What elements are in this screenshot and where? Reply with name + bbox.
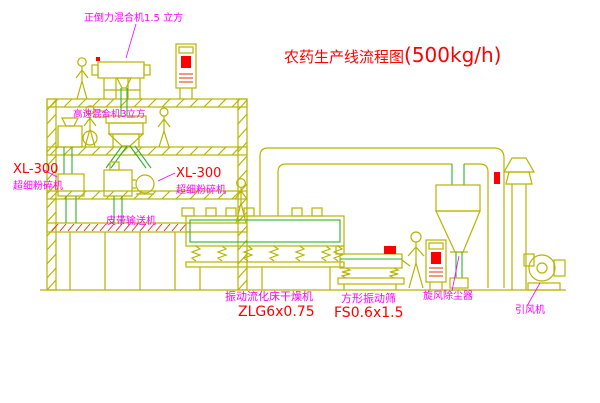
worker-figure-5: [407, 231, 425, 289]
label-mid-mill-name: 超细粉碎机: [176, 183, 226, 196]
diagram-title-main: 农药生产线流程图: [284, 48, 404, 66]
top-mixer-machine: [91, 57, 151, 99]
mill-left-lower: [57, 173, 85, 197]
label-sieve-model: FS0.6x1.5: [334, 305, 404, 321]
induced-draft-fan: [523, 253, 566, 291]
label-left-mill-name: 超细粉碎机: [13, 179, 63, 192]
label-dryer-model: ZLG6x0.75: [238, 304, 315, 320]
label-cyclone-name: 旋风除尘器: [423, 289, 473, 302]
label-left-mill-model: XL-300: [13, 162, 58, 177]
vibrating-sieve: [335, 245, 411, 290]
mill-left-discharge-pipe: [65, 196, 77, 223]
label-sieve-name: 方形振动筛: [341, 291, 396, 305]
cyclone-dust-collector: [435, 164, 481, 289]
mill-left-pipe: [63, 147, 73, 174]
label-high-speed-mixer: 高速混合机3立方: [73, 108, 146, 120]
label-dryer-name: 振动流化床干燥机: [225, 289, 313, 303]
exhaust-stack: [502, 157, 536, 290]
control-cabinet-1: [175, 43, 197, 99]
fluid-bed-dryer: [181, 207, 345, 290]
worker-figure-4: [234, 178, 248, 224]
pulverizer-xl300: [103, 161, 155, 197]
mixer-drop-pipe: [120, 88, 128, 116]
label-fan-name: 引风机: [515, 303, 545, 316]
y-branch-pipe: [105, 145, 152, 169]
worker-figure-3: [157, 107, 171, 148]
worker-figure-2: [83, 105, 97, 148]
diagram-title: 农药生产线流程图(500kg/h): [284, 43, 502, 67]
worker-figure-1: [75, 57, 89, 100]
exhaust-duct: [259, 147, 505, 288]
label-leader-lines: [43, 23, 541, 307]
label-mid-mill-model: XL-300: [176, 166, 221, 181]
high-speed-mixer-machine: [93, 110, 147, 147]
label-belt-conveyor: 皮带输送机: [106, 214, 156, 227]
pulverizer-discharge-pipe: [113, 196, 123, 223]
control-cabinet-2: [425, 239, 447, 290]
label-top-mixer: 正倒力混合机1.5 立方: [84, 11, 183, 24]
diagram-title-capacity: (500kg/h): [404, 43, 501, 67]
